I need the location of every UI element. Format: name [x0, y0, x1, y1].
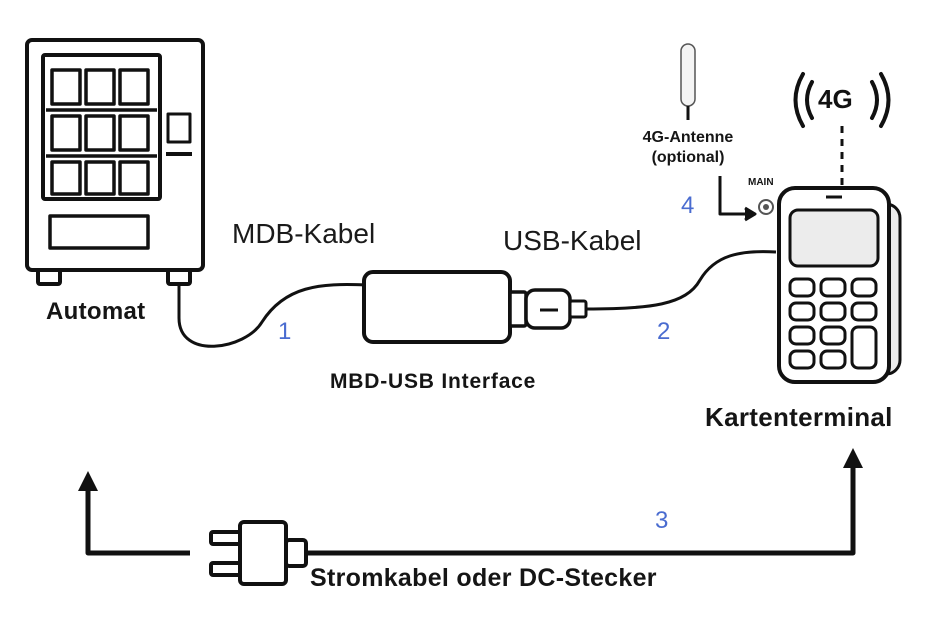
usb-cable-label: USB-Kabel: [503, 225, 642, 256]
arrow-up-icon: [78, 448, 863, 491]
main-port-icon: [758, 199, 774, 215]
antenna-arrow: [718, 176, 757, 222]
card-terminal-icon: [777, 186, 902, 384]
mdb-cable-label: MDB-Kabel: [232, 218, 376, 249]
signal-4g-icon: [793, 72, 891, 186]
automat-label: Automat: [46, 298, 146, 325]
antenna-label: 4G-Antenne (optional): [620, 128, 756, 168]
main-port-label: MAIN: [748, 177, 774, 188]
usb-cable: [585, 250, 777, 311]
step-number-3: 3: [655, 507, 669, 534]
mdb-cable: [177, 283, 367, 348]
power-plug-icon: [209, 520, 308, 586]
step-number-4: 4: [681, 192, 695, 219]
antenna-label-line1: 4G-Antenne: [642, 129, 734, 146]
antenna-label-line2: (optional): [651, 149, 725, 166]
interface-label: MBD-USB Interface: [330, 370, 537, 393]
step-number-2: 2: [657, 318, 671, 345]
mdb-usb-interface-icon: [362, 270, 588, 344]
power-label: Stromkabel oder DC-Stecker: [310, 564, 657, 592]
step-number-1: 1: [278, 318, 292, 345]
terminal-label: Kartenterminal: [705, 402, 893, 432]
antenna-icon: [680, 43, 696, 120]
signal-4g-label: 4G: [818, 84, 853, 114]
power-cable: [85, 465, 856, 556]
vending-machine-icon: [25, 38, 205, 286]
